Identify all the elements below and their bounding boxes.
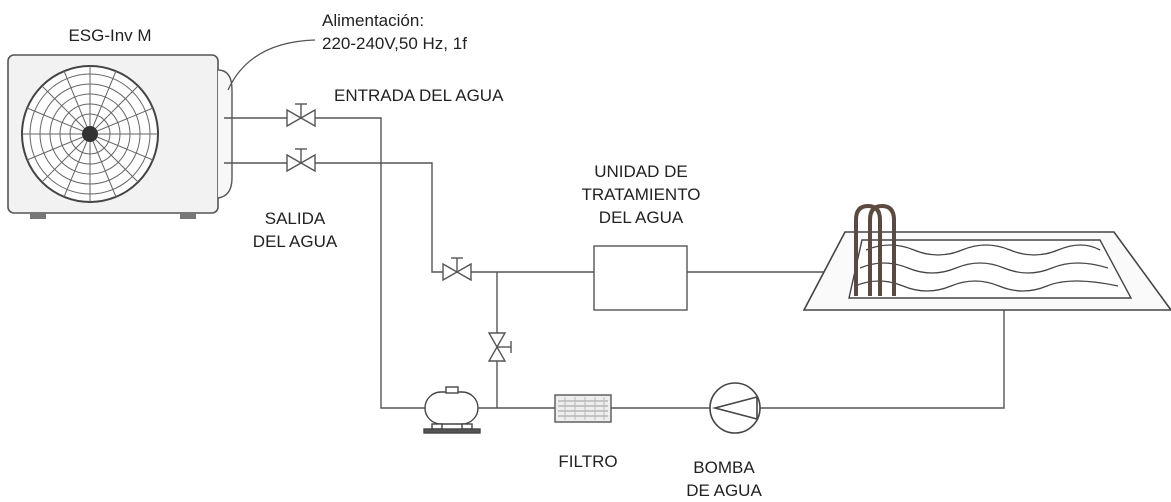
- water-outlet-line2: DEL AGUA: [252, 232, 338, 251]
- valve-bypass-icon: [487, 332, 512, 362]
- treatment-unit-label: UNIDAD DE TRATAMIENTO DEL AGUA: [582, 160, 701, 229]
- treatment-line1: UNIDAD DE: [594, 162, 688, 181]
- valve-inlet-icon: [286, 103, 316, 128]
- power-supply-label: Alimentación: 220-240V,50 Hz, 1f: [322, 9, 467, 55]
- pump-line2: DE AGUA: [686, 481, 762, 500]
- water-outlet-label: SALIDA DEL AGUA: [253, 207, 337, 253]
- pump-icon: [709, 382, 761, 434]
- valve-outlet-icon: [286, 148, 316, 173]
- power-supply-line2: 220-240V,50 Hz, 1f: [322, 34, 467, 53]
- pump-line1: BOMBA: [693, 458, 755, 477]
- swimming-pool-icon: [802, 203, 1171, 311]
- unit-model-label: ESG-Inv M: [68, 26, 152, 45]
- piping: [224, 117, 1005, 409]
- expansion-tank-icon: [423, 386, 481, 434]
- pool-ladder: [854, 203, 896, 296]
- treatment-line3: DEL AGUA: [598, 208, 684, 227]
- valve-treatment-icon: [442, 257, 472, 282]
- water-inlet-label: ENTRADA DEL AGUA: [334, 86, 504, 105]
- heat-pump-unit: [7, 54, 233, 219]
- treatment-unit-box: [593, 245, 688, 311]
- power-supply-line1: Alimentación:: [322, 11, 425, 30]
- filter-icon: [554, 394, 612, 423]
- water-outlet-line1: SALIDA: [264, 209, 326, 228]
- power-cable: [227, 39, 316, 91]
- treatment-line2: TRATAMIENTO: [581, 185, 701, 204]
- fan-grille-icon: [21, 65, 159, 203]
- filter-label: FILTRO: [558, 452, 618, 471]
- pump-label: BOMBA DE AGUA: [686, 456, 762, 502]
